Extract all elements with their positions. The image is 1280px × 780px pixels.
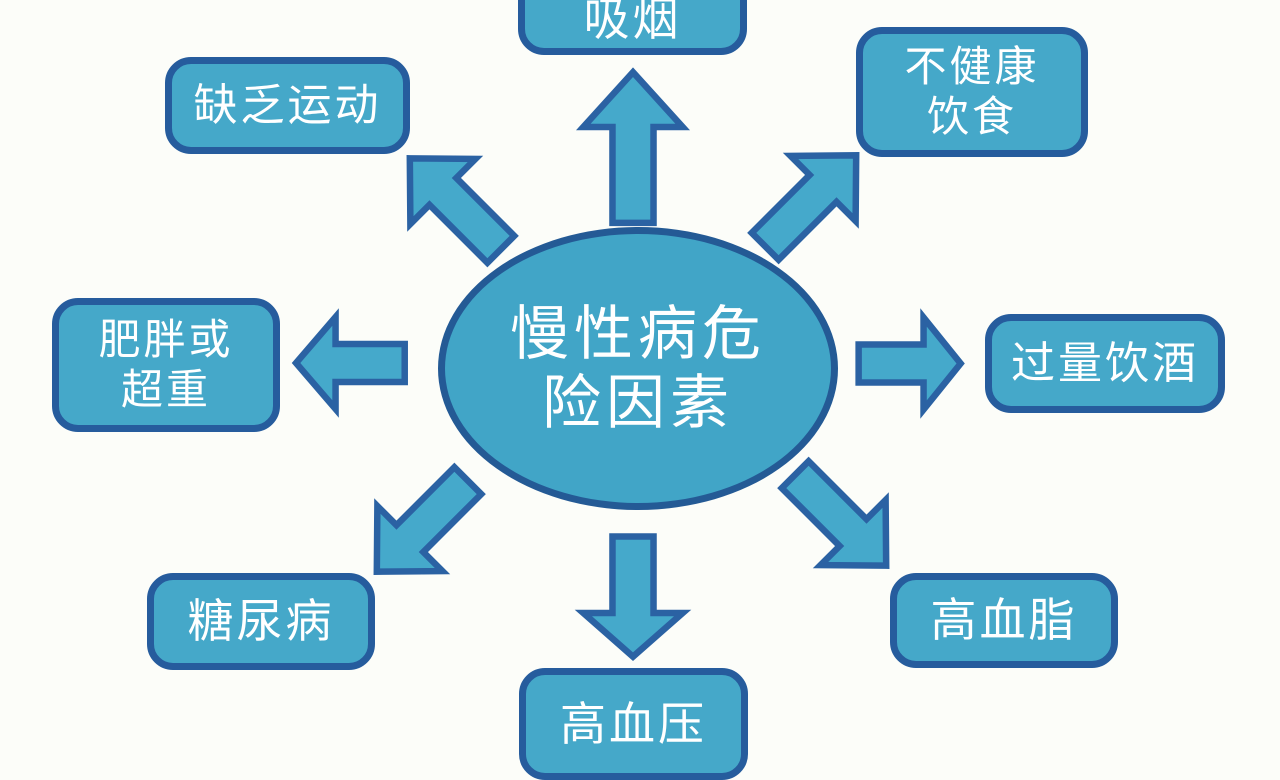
arrow-up-right-icon	[728, 117, 894, 283]
node-hypertension-label: 高血压	[560, 696, 707, 751]
node-obesity-overweight-label: 肥胖或 超重	[98, 315, 234, 414]
node-hypertension: 高血压	[519, 668, 748, 780]
diagram-canvas: 慢性病危 险因素 吸烟 不健康 饮食 过量饮酒 高血脂 高血压 糖尿病 肥胖或 …	[52, 0, 1225, 780]
node-excessive-drinking: 过量饮酒	[985, 314, 1225, 413]
node-high-blood-lipids: 高血脂	[890, 573, 1118, 668]
node-high-blood-lipids-label: 高血脂	[930, 593, 1078, 648]
arrow-down-left-icon	[339, 443, 505, 609]
node-unhealthy-diet-label: 不健康 饮食	[904, 42, 1040, 141]
node-unhealthy-diet: 不健康 饮食	[856, 27, 1088, 157]
arrow-down-icon	[579, 534, 687, 660]
node-lack-of-exercise-label: 缺乏运动	[193, 79, 382, 131]
arrow-right-icon	[857, 314, 964, 414]
center-node-label: 慢性病危 险因素	[509, 299, 766, 437]
arrow-down-right-icon	[758, 437, 924, 603]
node-excessive-drinking-label: 过量饮酒	[1011, 337, 1199, 389]
node-lack-of-exercise: 缺乏运动	[165, 57, 410, 154]
node-obesity-overweight: 肥胖或 超重	[52, 298, 280, 432]
center-node-chronic-disease-risk-factors: 慢性病危 险因素	[438, 227, 838, 510]
node-smoking-label: 吸烟	[583, 0, 682, 46]
node-smoking: 吸烟	[518, 0, 747, 55]
arrow-up-icon	[579, 68, 687, 226]
arrow-up-left-icon	[372, 120, 538, 286]
node-diabetes: 糖尿病	[147, 573, 375, 670]
arrow-left-icon	[293, 313, 407, 413]
node-diabetes-label: 糖尿病	[187, 594, 335, 649]
